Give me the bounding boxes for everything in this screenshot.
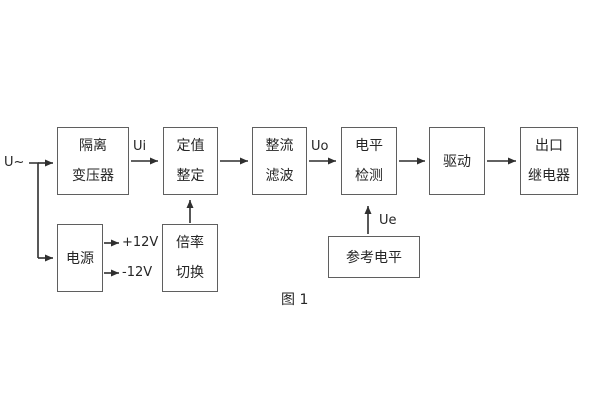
input-branch-line <box>29 162 39 258</box>
label-plus-12v: +12V <box>122 235 159 250</box>
figure-caption: 图 1 <box>281 292 309 308</box>
label-uo: Uo <box>311 139 329 154</box>
block-driver: 驱动 <box>429 127 485 195</box>
label-u-input: U~ <box>4 155 25 170</box>
label-ui: Ui <box>133 139 147 154</box>
block-reference-level: 参考电平 <box>328 236 420 278</box>
block-isolation-transformer: 隔离 变压器 <box>57 127 129 195</box>
block-setpoint-setting: 定值 整定 <box>163 127 218 195</box>
label-ue: Ue <box>379 213 397 228</box>
block-output-relay: 出口 继电器 <box>520 127 578 195</box>
label-minus-12v: -12V <box>122 265 153 280</box>
block-power-supply: 电源 <box>57 224 103 292</box>
block-ratio-switching: 倍率 切换 <box>162 224 218 292</box>
block-level-detection: 电平 检测 <box>341 127 397 195</box>
block-rectifier-filter: 整流 滤波 <box>252 127 307 195</box>
